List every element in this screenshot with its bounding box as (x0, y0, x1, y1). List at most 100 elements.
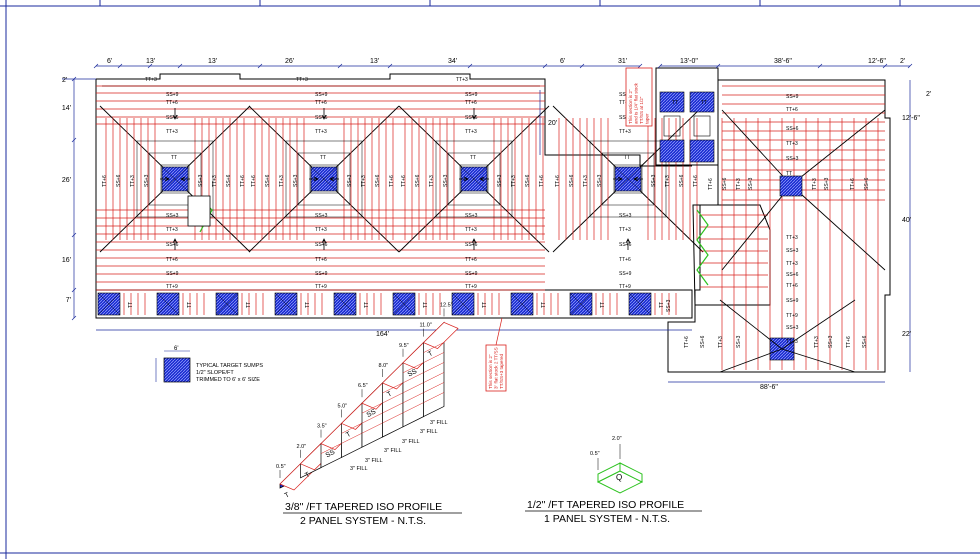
right-side-label: TT+3 (812, 178, 818, 190)
profile1-height: 11.0" (420, 323, 432, 329)
side-label: SS+6 (679, 174, 685, 187)
row-label: SS+9 (166, 92, 179, 98)
dim-top-label: 12'-6" (868, 58, 886, 65)
dim-left-top: 2' (62, 77, 67, 84)
right-row-label: TT+9 (786, 313, 798, 319)
main-pyramid-blocks: TTSS+9TT+6SS+6TT+3SS+3TT+3SS+6TT+6SS+9TT… (99, 77, 704, 290)
profile1-panel-label: SS (366, 408, 378, 419)
profile1-height: 0.5" (276, 464, 286, 470)
row-label: TT+6 (315, 100, 327, 106)
ring (297, 152, 351, 206)
dim-right-label: 12'-6" (902, 115, 920, 122)
fill-layer (402, 392, 424, 404)
side-label: TT+6 (251, 175, 257, 187)
right-side-label: SS+6 (862, 335, 868, 348)
down-arrow (172, 108, 178, 120)
dim-left-label: 26' (62, 177, 71, 184)
right-row-label: TT+3 (786, 339, 798, 345)
ring (285, 140, 363, 218)
left-arrow (633, 176, 643, 182)
row-label: TT+6 (465, 257, 477, 263)
side-label: TT+3 (212, 175, 218, 187)
row-label: TT+6 (465, 100, 477, 106)
right-row-label: SS+3 (786, 156, 799, 162)
fill-layer (423, 382, 445, 393)
dim-tick (817, 63, 823, 69)
dim-tick (637, 63, 643, 69)
note-line: TT/SS+3 tapered (499, 353, 504, 389)
dimension-ticks: 6'13'13'26'13'34'6'31'13'-0"38'-6"12'-6"… (62, 58, 931, 338)
profile2-panel-label: Q (616, 473, 622, 482)
right-arrow (613, 176, 623, 182)
strip-label: TT (423, 302, 429, 308)
row-label: TT+3 (315, 227, 327, 233)
row-label: TT+3 (465, 129, 477, 135)
right-row-label: TT+6 (786, 283, 798, 289)
right-side-label: TT+3 (718, 336, 724, 348)
fill-layer (341, 422, 363, 434)
down-arrow (471, 108, 477, 120)
fill-layer (402, 362, 424, 374)
profile1-fill-label: 3" FILL (402, 439, 420, 445)
profile1-panel-label: T (427, 350, 435, 359)
dim-top-label: 38'-6" (774, 58, 792, 65)
row-label: TT+3 (166, 129, 178, 135)
profile1-top (422, 321, 459, 350)
note-line: This section is 2" (488, 354, 493, 389)
dim-tick (715, 63, 721, 69)
tt-label: TT (624, 155, 630, 161)
right-side-label: SS+3 (828, 335, 834, 348)
fill-layer (361, 412, 383, 424)
profile1-title: 3/8" /FT TAPERED ISO PROFILE (285, 501, 442, 513)
pyramid-block: TTSS+9TT+6SS+6TT+3SS+3TT+3SS+6TT+6SS+9TT… (248, 92, 400, 290)
side-label: TT+3 (429, 175, 435, 187)
fill-layer (402, 382, 424, 394)
strip-label: TT (541, 302, 547, 308)
hip-line (719, 299, 783, 350)
side-label: TT+6 (102, 175, 108, 187)
dim-top-label: 13' (208, 58, 217, 65)
profile2-side (619, 462, 643, 483)
row-label: TT+9 (619, 284, 631, 290)
side-label: SS+3 (443, 174, 449, 187)
left-arrow (479, 176, 489, 182)
dim-right-label: 40' (902, 217, 911, 224)
sump-x (614, 166, 642, 192)
side-label: TT+6 (240, 175, 246, 187)
right-sump (779, 175, 803, 197)
profile1-panel-label: SS (407, 368, 419, 379)
dim-tick (71, 232, 77, 238)
dim-top-label: 31' (618, 58, 627, 65)
row-label: TT+6 (166, 100, 178, 106)
sump-legend: 6' TYPICAL TARGET SUMPS 1/2" SLOPE/FT TR… (155, 346, 263, 383)
upper-small-sumps: TT TT (659, 91, 715, 163)
row-label: SS+6 (166, 242, 179, 248)
top-strip-label: TT+3 (456, 77, 468, 83)
note-line: and is 1/4" flat stock (634, 82, 639, 124)
down-arrow (321, 108, 327, 120)
row-label: TT+6 (619, 257, 631, 263)
pyramid-block: TTSS+9TT+6SS+6TT+3SS+3TT+3SS+6TT+6SS+9TT… (552, 92, 704, 290)
sump-x (451, 292, 475, 316)
row-label: SS+9 (465, 271, 478, 277)
side-label: SS+6 (375, 174, 381, 187)
row-label: SS+3 (166, 213, 179, 219)
dim-top-label: 26' (285, 58, 294, 65)
right-row-label: TT+6 (786, 107, 798, 113)
side-label: SS+6 (415, 174, 421, 187)
right-side-label: TT+6 (850, 178, 856, 190)
profile1-height: 9.5" (399, 343, 409, 349)
row-label: SS+6 (166, 115, 179, 121)
row-label: SS+9 (619, 92, 632, 98)
right-side-label: SS+6 (864, 177, 870, 190)
dim-right-label: 22' (902, 331, 911, 338)
legend-line-1: TYPICAL TARGET SUMPS (196, 363, 263, 369)
sump-x (310, 166, 338, 192)
side-label: TT+3 (130, 175, 136, 187)
dim-tick (71, 315, 77, 321)
side-label: SS+6 (525, 174, 531, 187)
profile1-height: 12.5" (440, 302, 453, 308)
